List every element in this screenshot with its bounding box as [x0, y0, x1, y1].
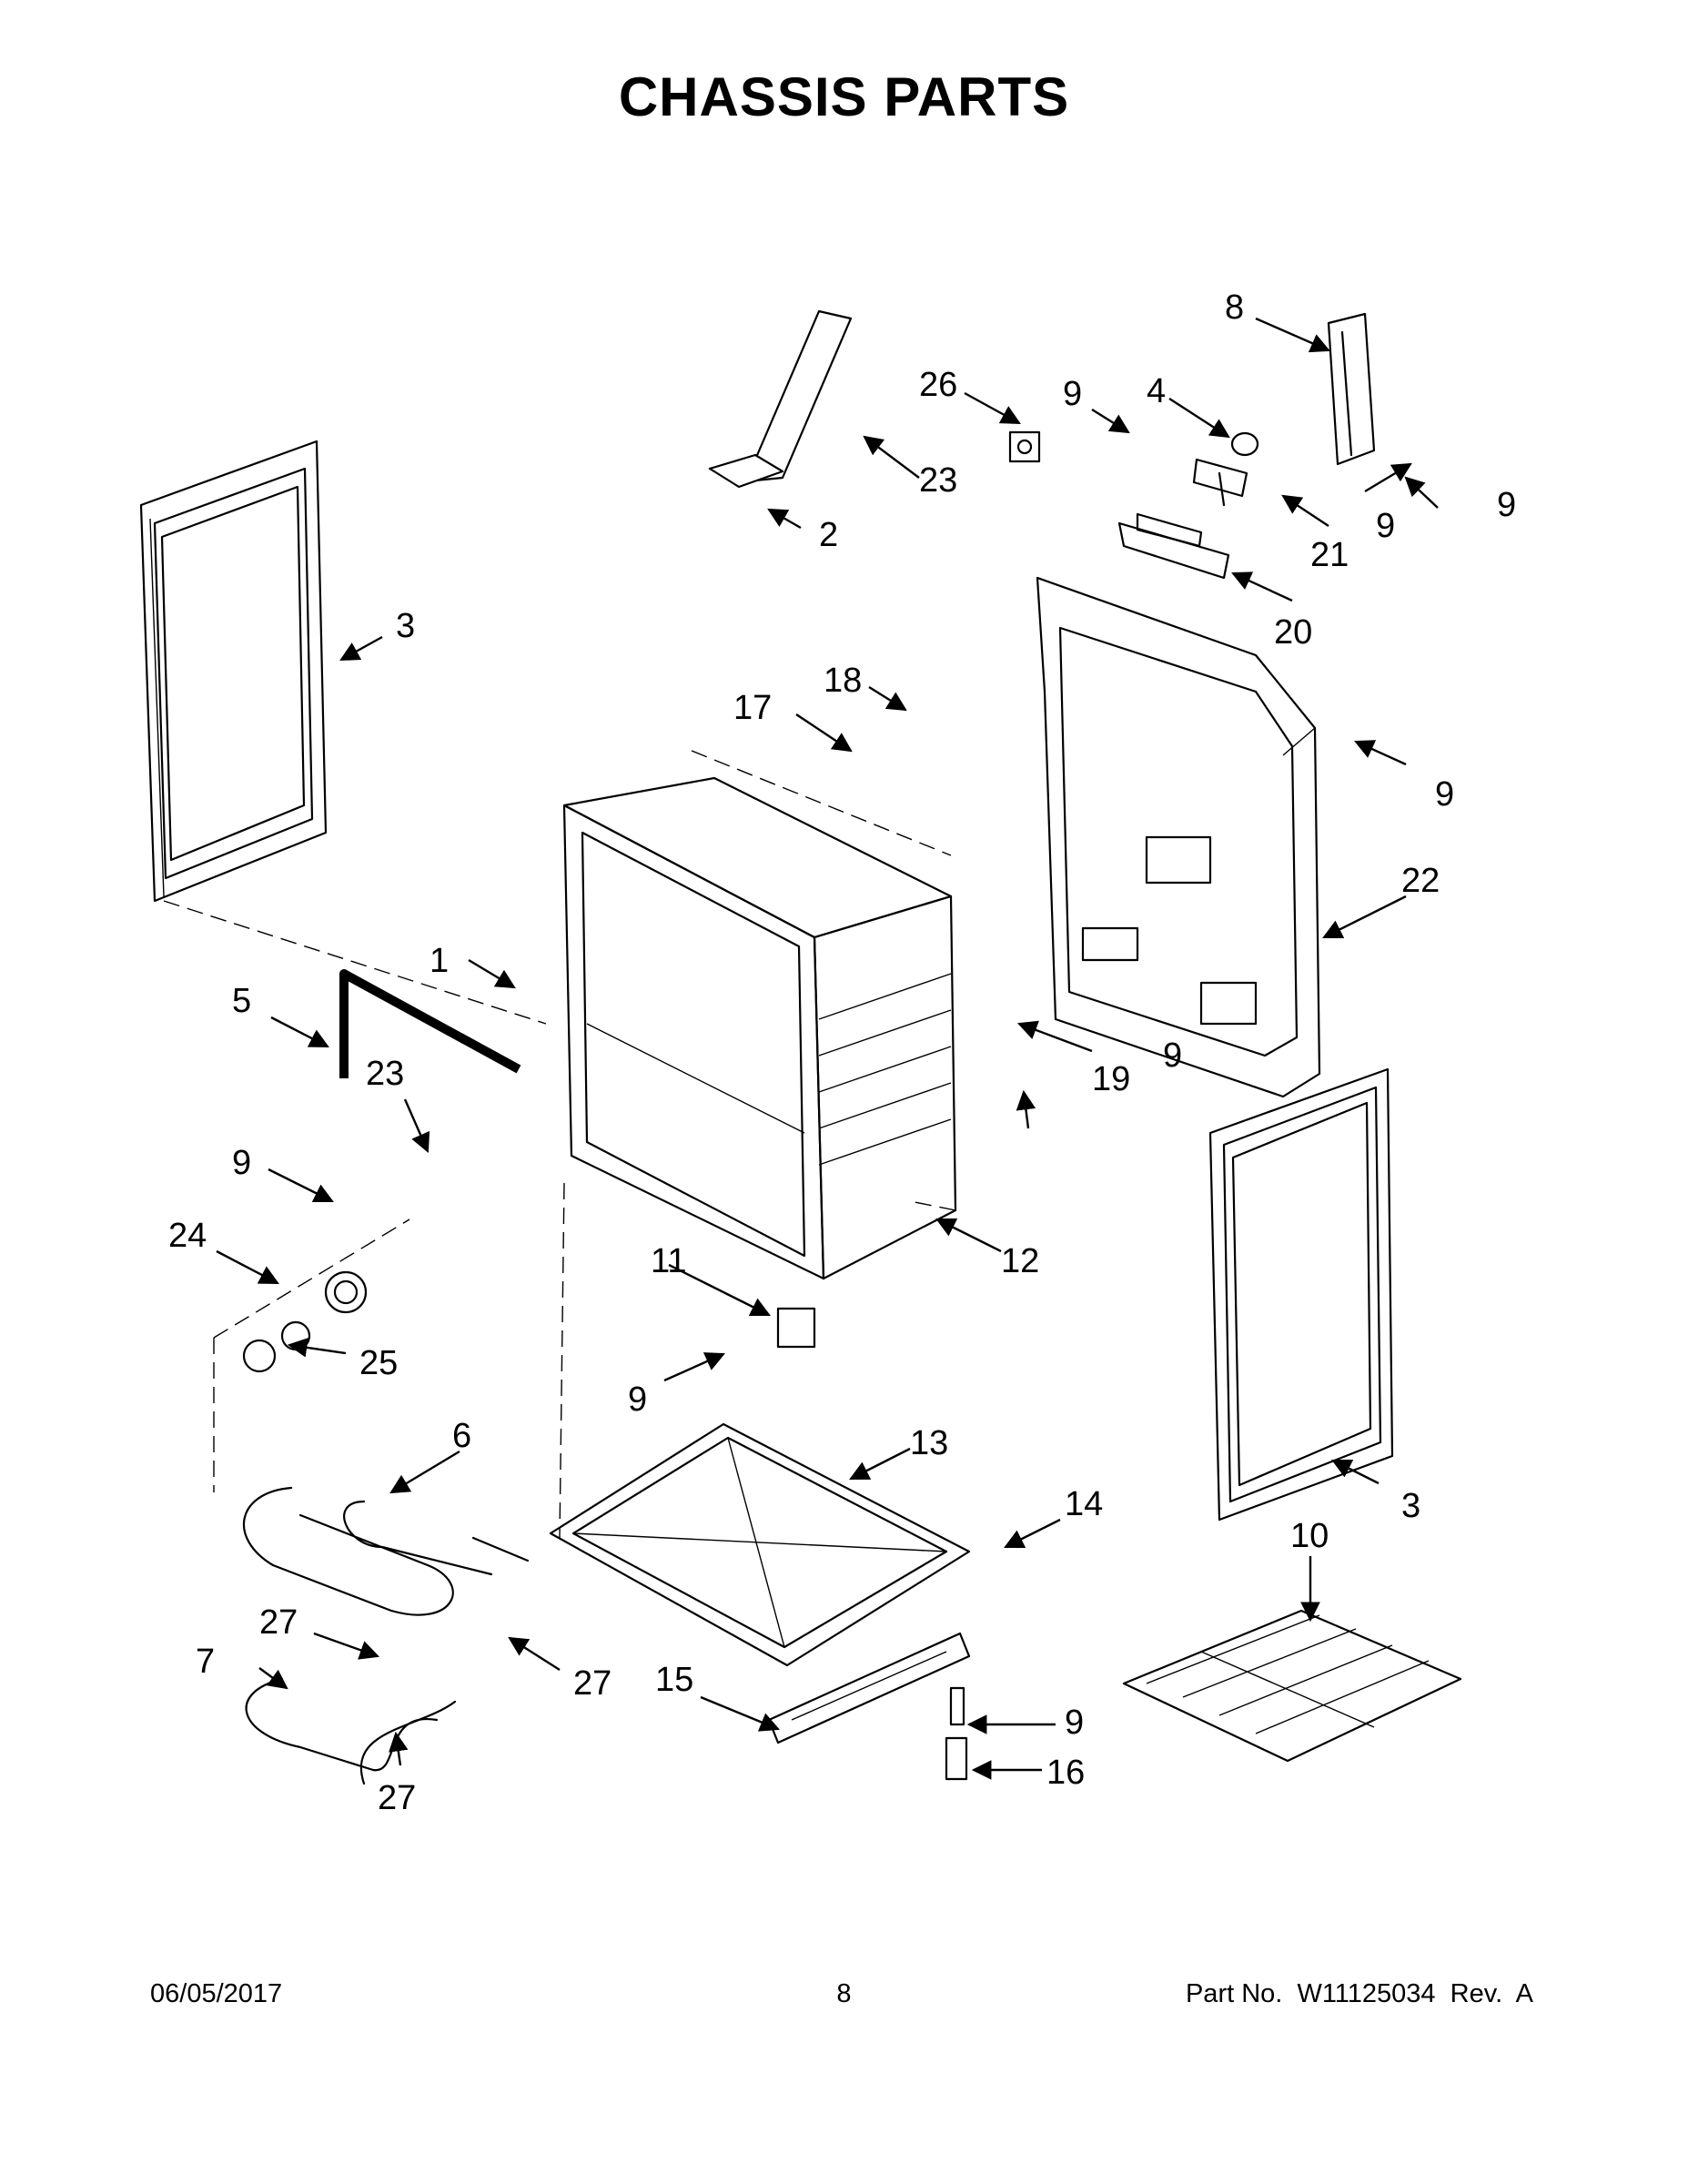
terminal-clamp	[1008, 430, 1041, 463]
broil-element	[242, 1486, 530, 1616]
callout-9-h: 9	[1065, 1704, 1084, 1742]
callout-23-left: 23	[366, 1055, 404, 1093]
callout-9-a: 9	[1063, 375, 1082, 413]
footer-part-number: Part No. W11125034 Rev. A	[1185, 1979, 1533, 2008]
callout-19: 19	[1092, 1060, 1130, 1098]
callout-7: 7	[196, 1643, 215, 1681]
callout-11: 11	[651, 1242, 686, 1280]
callout-12: 12	[1001, 1242, 1039, 1280]
footer-date: 06/05/2017	[150, 1979, 283, 2008]
top-bracket	[708, 309, 853, 489]
callout-6: 6	[452, 1417, 471, 1455]
bottom-pan	[549, 1422, 971, 1667]
callout-1: 1	[430, 942, 449, 980]
oven-cavity	[562, 776, 957, 1280]
callout-9-e: 9	[232, 1144, 251, 1182]
callout-26: 26	[919, 366, 957, 404]
side-panel-left	[139, 440, 328, 903]
callout-2: 2	[819, 516, 838, 554]
callout-17: 17	[733, 689, 772, 727]
sensor-component	[776, 1307, 816, 1349]
callout-3-left: 3	[396, 607, 415, 645]
vertical-bracket	[1327, 312, 1376, 466]
bottom-rail	[767, 1632, 971, 1744]
bake-element	[245, 1677, 457, 1785]
callout-24: 24	[168, 1217, 207, 1255]
callout-9-b: 9	[1497, 486, 1516, 524]
callout-10: 10	[1290, 1517, 1329, 1555]
callout-27-c: 27	[378, 1779, 416, 1817]
assembly-guides	[163, 750, 956, 1539]
callout-3-right: 3	[1401, 1487, 1420, 1525]
callout-9-g: 9	[1163, 1036, 1182, 1075]
callout-9-d: 9	[1435, 775, 1454, 814]
side-panel-right	[1208, 1067, 1394, 1522]
back-panel	[1036, 576, 1321, 1098]
callout-13: 13	[910, 1424, 948, 1462]
callout-21: 21	[1310, 536, 1349, 574]
rear-bracket	[1117, 512, 1230, 580]
callout-9-c: 9	[1376, 507, 1395, 545]
callout-16: 16	[1046, 1754, 1085, 1792]
callout-14: 14	[1065, 1485, 1103, 1523]
door-gasket	[339, 969, 521, 1078]
callout-15: 15	[655, 1661, 693, 1699]
light-assembly	[242, 1270, 368, 1373]
oven-rack	[1122, 1609, 1462, 1763]
callout-27-b: 27	[573, 1664, 612, 1703]
callout-8: 8	[1225, 288, 1244, 327]
callout-5: 5	[232, 982, 251, 1020]
callout-23-top: 23	[919, 461, 957, 500]
leveling-leg	[945, 1686, 968, 1781]
small-bracket	[1192, 458, 1248, 507]
footer-page-number: 8	[836, 1979, 852, 2008]
callout-4: 4	[1147, 372, 1166, 410]
callout-20: 20	[1274, 613, 1312, 652]
leader-lines	[216, 317, 1439, 1780]
page-title: CHASSIS PARTS	[618, 66, 1070, 127]
callout-9-f: 9	[628, 1380, 647, 1419]
callout-25: 25	[359, 1344, 398, 1382]
callout-27-a: 27	[259, 1603, 298, 1642]
nut	[1230, 431, 1259, 457]
callout-18: 18	[824, 662, 862, 700]
callout-22: 22	[1401, 862, 1440, 900]
